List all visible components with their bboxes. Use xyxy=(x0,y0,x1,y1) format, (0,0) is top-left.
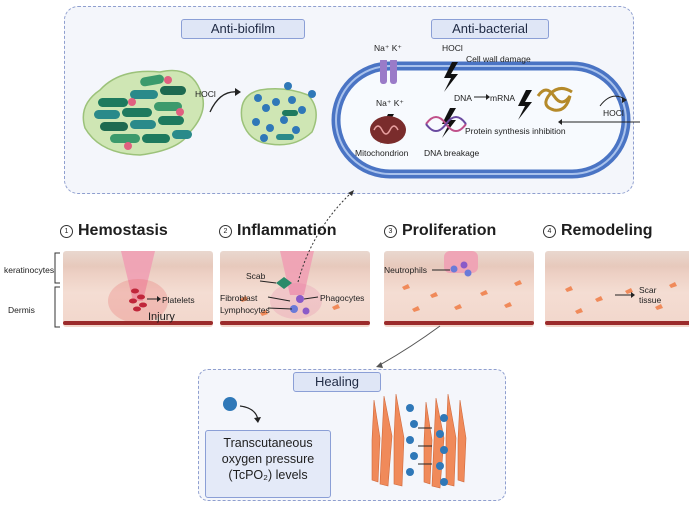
keratinocytes-label: keratinocytes xyxy=(4,265,55,275)
skin-proliferation xyxy=(384,251,534,327)
phagocytes-label: Phagocytes xyxy=(320,293,365,303)
mitochondrion-organelle xyxy=(370,116,406,144)
dna-label: DNA xyxy=(454,93,472,103)
ion-channel xyxy=(380,60,397,84)
layer-brackets xyxy=(54,252,60,328)
fibroblast-columns xyxy=(371,393,467,489)
anti-bacterial-title: Anti-bacterial xyxy=(431,19,549,39)
skin-hemostasis xyxy=(63,251,213,327)
dna-breakage-label: DNA breakage xyxy=(424,148,480,158)
oxygen-molecules xyxy=(406,404,448,486)
hocl-biofilm-label: HOCl xyxy=(195,89,216,99)
hocl-cell-label: HOCl xyxy=(442,43,463,53)
anti-biofilm-title: Anti-biofilm xyxy=(181,19,305,39)
mrna-label: mRNA xyxy=(490,93,516,103)
dna-helix xyxy=(425,116,467,132)
skin-remodeling xyxy=(545,251,689,327)
platelets-label: Platelets xyxy=(162,295,195,305)
protein-synthesis-label: Protein synthesis inhibition xyxy=(465,126,566,136)
tcpo2-label: Transcutaneous oxygen pressure (TcPO₂) l… xyxy=(221,436,315,482)
anti-biofilm-illustration xyxy=(82,69,317,156)
mitochondrion-label: Mitochondrion xyxy=(355,148,409,158)
tcpo2-box: Transcutaneous oxygen pressure (TcPO₂) l… xyxy=(205,430,331,498)
na-k-bottom-label: Na⁺ K⁺ xyxy=(376,98,404,108)
bacteria-cluster xyxy=(94,74,192,150)
skin-inflammation xyxy=(220,251,370,327)
dermis-label: Dermis xyxy=(8,305,35,315)
cell-wall-damage-label: Cell wall damage xyxy=(466,54,531,64)
na-k-top-label: Na⁺ K⁺ xyxy=(374,43,402,53)
scar-tissue-label: Scar tissue xyxy=(639,285,662,305)
healing-title: Healing xyxy=(293,372,381,392)
lymphocytes-label: Lymphocytes xyxy=(220,305,270,315)
healing-illustration xyxy=(223,393,467,489)
scab-label: Scab xyxy=(246,271,266,281)
dispersed-bacteria xyxy=(252,82,316,142)
injury-label: Injury xyxy=(148,311,175,323)
bacterial-cell xyxy=(331,60,640,179)
fibroblast-label: Fibroblast xyxy=(220,293,258,303)
neutrophils-label: Neutrophils xyxy=(384,265,427,275)
hocl-right-label: HOCl xyxy=(603,108,624,118)
